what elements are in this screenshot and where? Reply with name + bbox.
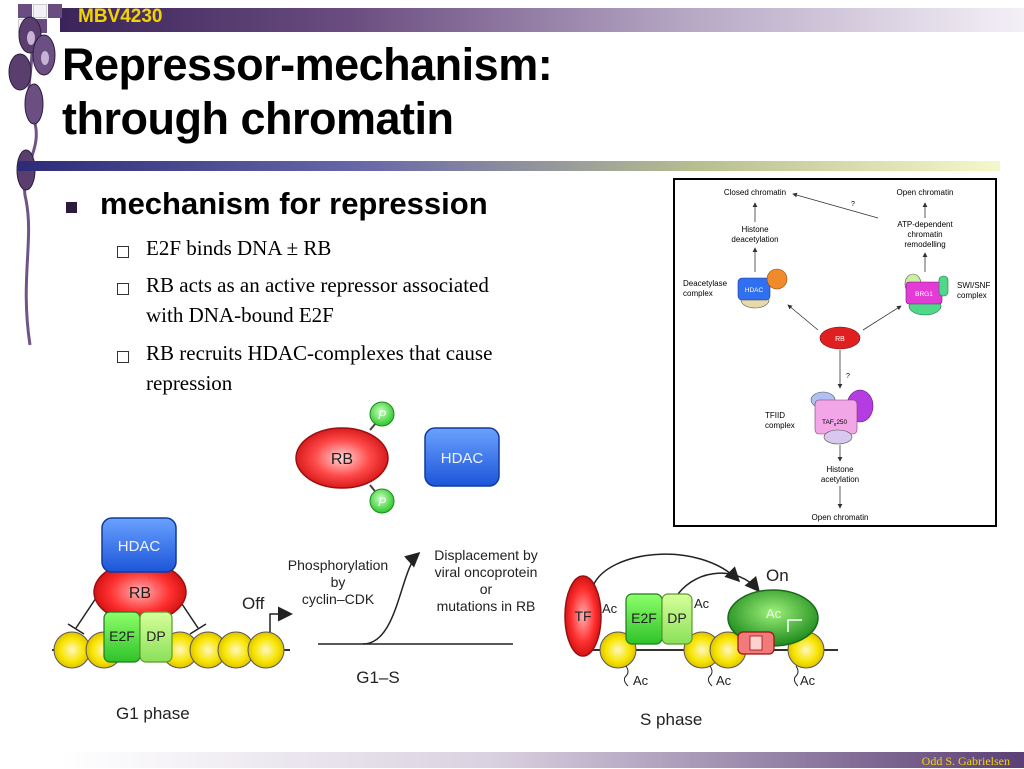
rb-phospho-figure: RB P P HDAC [295, 401, 500, 514]
cell-cycle-figure: RB HDAC E2F DP Off G1 phase Phosphorylat… [52, 517, 838, 729]
slide-title: Repressor-mechanism: through chromatin [62, 38, 553, 146]
rb-phospho [295, 427, 389, 489]
label-swi-snf-1: SWI/SNF [957, 281, 990, 290]
header-square [18, 4, 32, 18]
bullet-heading: mechanism for repression [100, 186, 488, 221]
label-closed-chromatin: Closed chromatin [724, 188, 786, 197]
e2f-g1-label: E2F [109, 628, 135, 644]
sub-bullet-3: RB recruits HDAC-complexes that cause re… [146, 338, 586, 398]
label-open-chromatin-bottom: Open chromatin [812, 513, 869, 522]
question-mark-2: ? [846, 373, 850, 380]
tf-protein [564, 575, 602, 657]
phosphate-top: P [378, 408, 386, 422]
dp-s-label: DP [667, 610, 686, 626]
sub-bullet-1: E2F binds DNA ± RB [146, 236, 332, 260]
displacement-text-1: Displacement by [434, 547, 538, 563]
phospho-text-3: cyclin–CDK [302, 591, 375, 607]
course-code: MBV4230 [78, 6, 163, 27]
hdac-label-small: HDAC [745, 287, 764, 294]
sub-bullet-2-line-1: RB acts as an active repressor associate… [146, 273, 489, 297]
ac-tag-5: Ac [800, 673, 816, 688]
label-histone-deacetylation-1: Histone [741, 225, 769, 234]
label-atp-1: ATP-dependent [897, 220, 953, 229]
sub-bullet-box [117, 351, 129, 363]
sub-bullet-2-line-2: with DNA-bound E2F [146, 303, 334, 327]
header-square [48, 4, 62, 18]
sub-bullet-box [117, 246, 129, 258]
tf-label: TF [574, 608, 591, 624]
label-atp-3: remodelling [904, 240, 945, 249]
question-mark: ? [851, 201, 855, 208]
taf-box [814, 399, 858, 435]
displacement-text-2: viral oncoprotein [435, 564, 538, 580]
sub-bullet-3-line-2: repression [146, 371, 233, 395]
off-label: Off [242, 594, 265, 613]
phospho-text-2: by [331, 574, 346, 590]
label-deacetylase-1: Deacetylase [683, 279, 728, 288]
label-histone-acetylation-2: acetylation [821, 475, 859, 484]
hdac-box-small [737, 277, 771, 301]
displacement-text-4: mutations in RB [437, 598, 536, 614]
chromatin-diagram-frame [673, 178, 997, 527]
sub-bullet-box [117, 283, 129, 295]
header-bar [60, 8, 1024, 32]
g1-s-label: G1–S [356, 668, 399, 687]
label-swi-snf-2: complex [957, 291, 987, 300]
label-tfiid-1: TFIID [765, 411, 785, 420]
sub-bullet-2: RB acts as an active repressor associate… [146, 270, 586, 330]
label-atp-2: chromatin [907, 230, 942, 239]
taf-label: TAFII250 [822, 419, 848, 427]
header-square [33, 4, 47, 18]
label-histone-deacetylation-2: deacetylation [731, 235, 778, 244]
hdac-free-label: HDAC [441, 450, 484, 467]
displacement-text-3: or [480, 581, 493, 597]
hdac-bound [101, 517, 177, 573]
ac-on-complex: Ac [766, 606, 782, 621]
rb-small-label: RB [835, 336, 845, 343]
rb-phospho-label: RB [331, 451, 353, 468]
ac-tag-2: Ac [694, 596, 710, 611]
vine-decoration [8, 16, 56, 346]
label-open-chromatin-top: Open chromatin [897, 188, 954, 197]
author-name: Odd S. Gabrielsen [921, 754, 1010, 768]
dp-g1-label: DP [146, 628, 165, 644]
ac-tag-1: Ac [602, 601, 618, 616]
rb-bound-label: RB [129, 585, 151, 602]
phospho-text-1: Phosphorylation [288, 557, 388, 573]
chromatin-diagram: Closed chromatin Open chromatin ? ATP-de… [683, 188, 990, 522]
sub-bullet-3-line-1: RB recruits HDAC-complexes that cause [146, 341, 493, 365]
hdac-bound-label: HDAC [118, 538, 161, 555]
ac-tag-4: Ac [716, 673, 732, 688]
on-label: On [766, 566, 789, 585]
hdac-free [424, 427, 500, 487]
brg1-label: BRG1 [915, 291, 933, 298]
bullet-square [66, 202, 77, 213]
dp-s [661, 593, 693, 645]
title-line-1: Repressor-mechanism: [62, 39, 553, 90]
e2f-s-label: E2F [631, 610, 657, 626]
label-histone-acetylation-1: Histone [826, 465, 854, 474]
label-tfiid-2: complex [765, 421, 795, 430]
footer-bar [60, 752, 1024, 768]
ac-tag-3: Ac [633, 673, 649, 688]
title-line-2: through chromatin [62, 93, 454, 144]
phosphate-bottom: P [378, 495, 386, 509]
g1-phase-label: G1 phase [116, 704, 190, 723]
rb-small [819, 326, 861, 350]
dp-g1 [139, 611, 173, 663]
title-separator [18, 161, 1000, 171]
label-deacetylase-2: complex [683, 289, 713, 298]
nucleosome-row-g1 [53, 631, 285, 669]
s-phase-label: S phase [640, 710, 702, 729]
